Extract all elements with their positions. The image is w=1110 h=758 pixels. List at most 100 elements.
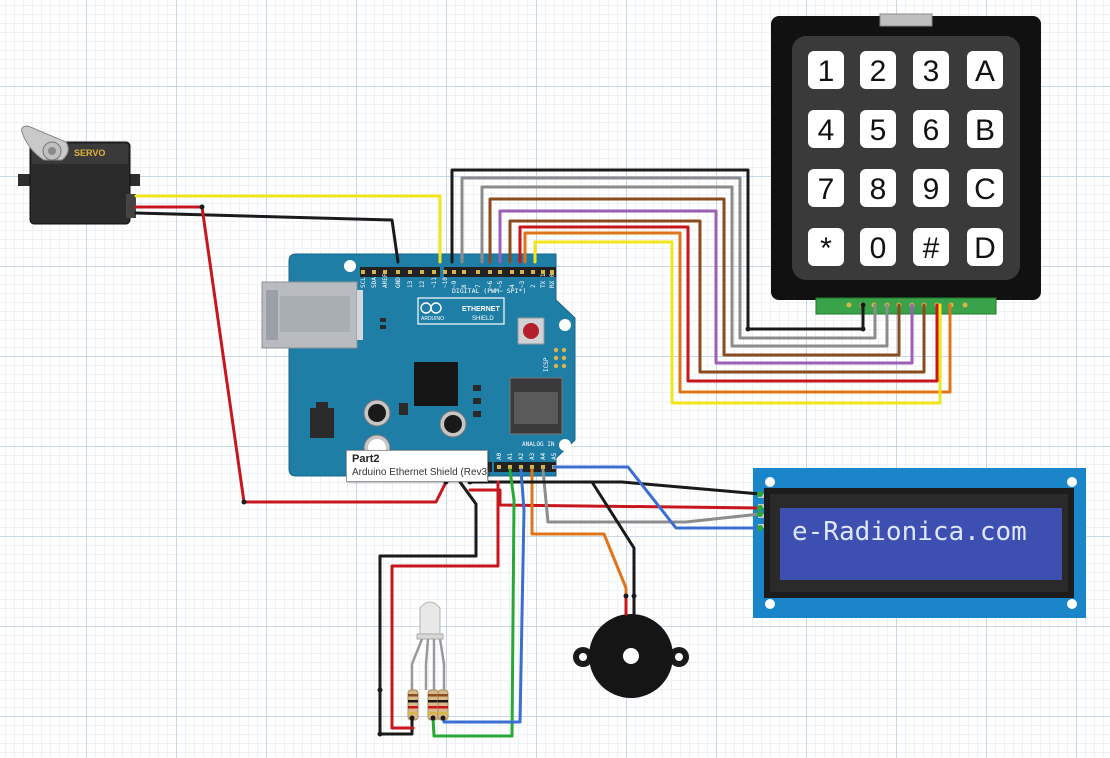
header-pin [530,465,534,469]
top-pin-label: ~9 [451,280,458,288]
wire[interactable] [480,185,889,348]
wire[interactable] [378,480,478,736]
wire[interactable] [134,211,400,264]
keypad-key[interactable]: 4 [808,110,844,148]
wire[interactable] [530,468,628,598]
top-pin-label: TX 1 [540,273,547,288]
wire-junction [745,326,751,332]
lcd-16x2[interactable]: e-Radionica.com [753,468,1086,618]
wire-junction [440,715,446,721]
keypad-key-label: 5 [870,114,887,147]
wire[interactable] [431,468,516,738]
top-pin-label: ~10 [442,277,449,288]
top-pin-label: ~3 [519,280,526,288]
header-pin [383,270,387,274]
keypad-key[interactable]: C [967,169,1003,207]
wire-junction [241,499,247,505]
bottom-pin-label: A2 [518,452,525,460]
keypad-key[interactable]: # [913,228,949,266]
lcd-screen [780,508,1062,580]
wire[interactable] [518,225,939,383]
keypad-key[interactable]: 6 [913,110,949,148]
keypad-key[interactable]: 2 [860,51,896,89]
tooltip-subtitle: Arduino Ethernet Shield (Rev3) [352,467,491,478]
bottom-pin-label: A3 [529,452,536,460]
bottom-pin-label: A5 [551,452,558,460]
keypad-key[interactable]: 8 [860,169,896,207]
keypad-key[interactable]: A [967,51,1003,89]
wire[interactable] [468,488,762,510]
wire[interactable] [450,168,865,331]
rgb-led[interactable] [410,601,446,690]
wire-junction [631,593,637,599]
resistor [407,689,419,721]
header-pin [443,270,447,274]
piezo-buzzer[interactable] [573,614,689,698]
reset-button[interactable] [517,317,545,345]
keypad-key[interactable]: 9 [913,169,949,207]
keypad-key-label: 2 [870,55,887,88]
resistor [427,689,439,721]
wire[interactable] [533,240,942,405]
wire[interactable] [441,468,526,724]
keypad-key[interactable]: 7 [808,169,844,207]
wire[interactable] [490,480,636,616]
wire-junction [623,593,629,599]
wire[interactable] [134,194,442,264]
wire-junction [860,326,866,332]
maker-label: ARDUINO [421,316,444,322]
top-pin-label: 12 [419,280,426,288]
keypad-key[interactable]: 1 [808,51,844,89]
keypad-key[interactable]: D [967,228,1003,266]
keypad-key-label: 3 [923,55,940,88]
keypad-key[interactable]: 3 [913,51,949,89]
shield-logo: ARDUINO ETHERNET SHIELD [417,297,505,325]
wire[interactable] [523,231,952,394]
top-pin-label: 8 [461,284,468,288]
keypad-key-label: 8 [870,173,887,206]
header-pin [550,270,554,274]
header-pin [531,270,535,274]
wire[interactable] [460,176,877,340]
keypad-connector-tab [879,13,933,27]
svg-text:ICSP: ICSP [543,357,550,372]
wire-junction [199,204,205,210]
keypad-key[interactable]: B [967,110,1003,148]
header-pin [372,270,376,274]
header-pin [476,270,480,274]
header-pin [396,270,400,274]
wire[interactable] [552,465,762,530]
wire[interactable] [498,209,914,365]
icsp-header: ICSP [543,347,567,372]
lcd-pin [757,505,763,511]
keypad-key-label: C [974,173,996,206]
keypad-key[interactable]: * [808,228,844,266]
header-pin [408,270,412,274]
wire[interactable] [390,480,500,730]
keypad-key[interactable]: 0 [860,228,896,266]
shield-brand-line2: SHIELD [472,316,494,322]
header-pin [520,270,524,274]
top-pin-label: 2 [530,284,537,288]
wire[interactable] [508,219,926,374]
mount-hole [344,260,356,272]
keypad-key-label: D [974,232,996,265]
top-pin-label: 7 [475,284,482,288]
keypad-key-label: 6 [923,114,940,147]
header-pin [508,465,512,469]
top-pin-label: 13 [407,280,414,288]
header-pin [541,465,545,469]
servo-motor[interactable]: SERVO [18,125,140,225]
part-tooltip: Part2 Arduino Ethernet Shield (Rev3) [346,450,491,482]
keypad-key[interactable]: 5 [860,110,896,148]
header-pin [510,270,514,274]
wire[interactable] [488,197,901,357]
keypad-key-label: * [820,232,832,265]
keypad-key-label: 7 [818,173,835,206]
top-pin-label: GND [395,277,402,288]
keypad-key-label: # [923,232,940,265]
top-pin-label: 4 [509,284,516,288]
